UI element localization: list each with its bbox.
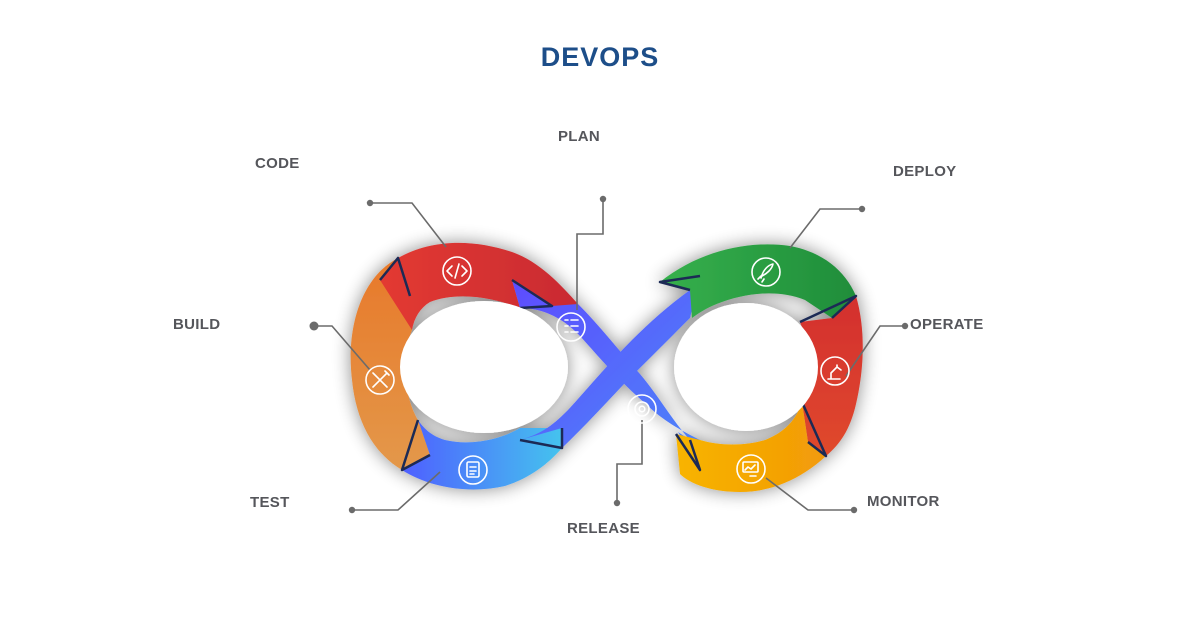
infinity-band: [350, 242, 863, 492]
right-loop-hole: [674, 303, 818, 431]
plan-segment: [520, 276, 700, 448]
build-segment: [350, 258, 430, 470]
robot-arm-icon: [820, 356, 850, 386]
monitor-chart-icon: [736, 454, 766, 484]
stage-label-code: CODE: [255, 155, 300, 172]
stage-label-test: TEST: [250, 494, 290, 511]
page-title: DEVOPS: [540, 42, 660, 72]
stage-label-operate: OPERATE: [910, 316, 984, 333]
rocket-icon: [751, 257, 781, 287]
stage-label-build: BUILD: [173, 316, 221, 333]
stage-label-plan: PLAN: [558, 128, 601, 145]
code-segment: [380, 242, 578, 330]
wrench-screwdriver-icon: [365, 365, 395, 395]
clipboard-icon: [458, 455, 488, 485]
code-brackets-icon: [442, 256, 472, 286]
stage-label-deploy: DEPLOY: [893, 163, 957, 180]
arrow-outlines: [379, 256, 858, 472]
connector-dots: [309, 195, 909, 514]
connector-lines: [314, 199, 905, 511]
test-segment: [402, 420, 562, 490]
monitor-segment: [676, 402, 826, 492]
left-loop-hole: [400, 301, 568, 433]
deploy-segment: [660, 244, 856, 318]
stage-label-monitor: MONITOR: [867, 493, 940, 510]
stage-label-release: RELEASE: [567, 520, 640, 537]
gear-icon: [627, 394, 657, 424]
release-segment: [512, 280, 700, 470]
checklist-icon: [556, 312, 586, 342]
